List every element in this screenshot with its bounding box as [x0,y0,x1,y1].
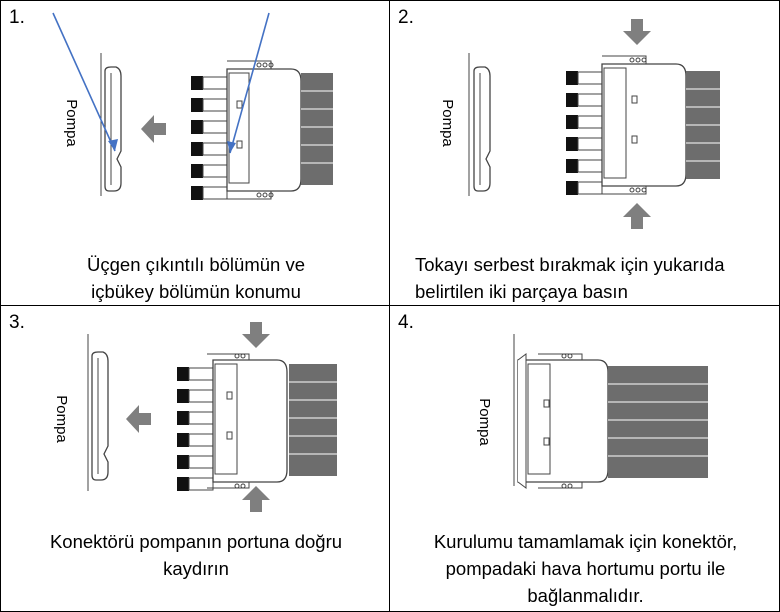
pump-label-group: Pompa [476,334,515,486]
step-3-illustration: Pompa [53,322,337,512]
connector [566,55,687,195]
pump-label: Pompa [63,99,80,147]
step-number: 3. [9,312,25,333]
pump-label: Pompa [53,395,70,443]
caption-line: Konektörü pompanın portuna doğru [49,531,343,552]
caption-line: kaydırın [163,558,229,579]
step-2-panel: 2. Pompa [389,0,780,306]
press-down-arrow [623,19,651,45]
step-1-caption: Üçgen çıkıntılı bölümün ve içbükey bölüm… [1,251,389,305]
caption-line: bağlanmalıdır. [527,585,644,606]
caption-line: pompadaki hava hortumu portu ile [445,558,726,579]
air-hoses [608,366,708,478]
pump-label: Pompa [476,398,493,446]
caption-line: belirtilen iki parçaya basın [415,281,628,302]
step-number: 1. [9,7,25,28]
step-1-panel: 1. Pompa [0,0,390,306]
pump-port: Pompa [63,53,122,196]
step-3-caption: Konektörü pompanın portuna doğru kaydırı… [1,528,389,582]
connector [177,353,288,491]
air-hoses [289,364,337,476]
caption-line: içbükey bölümün konumu [91,281,301,302]
pump-label: Pompa [439,99,456,147]
air-hoses [301,73,333,185]
connected-connector [517,353,609,489]
step-2-illustration: Pompa [439,19,720,229]
press-up-arrow [242,486,270,512]
pump-port: Pompa [53,334,109,491]
step-1-illustration: Pompa [52,12,333,200]
connector [191,60,302,200]
step-4-illustration: Pompa [476,334,708,489]
caption-line: Üçgen çıkıntılı bölümün ve [87,254,305,275]
air-hoses [686,71,720,179]
press-up-arrow [623,203,651,229]
step-number: 4. [398,312,414,333]
caption-line: Kurulumu tamamlamak için konektör, [433,531,738,552]
step-2-caption: Tokayı serbest bırakmak için yukarıda be… [415,251,725,305]
guide-lines [52,12,270,154]
pump-port: Pompa [439,53,491,196]
step-4-panel: 4. Pompa [389,305,780,612]
move-left-arrow [141,115,166,143]
move-left-arrow [126,405,151,433]
step-4-caption: Kurulumu tamamlamak için konektör, pompa… [390,528,779,609]
press-down-arrow [242,322,270,348]
caption-line: Tokayı serbest bırakmak için yukarıda [415,254,725,275]
step-3-panel: 3. Pompa [0,305,390,612]
step-number: 2. [398,7,414,28]
